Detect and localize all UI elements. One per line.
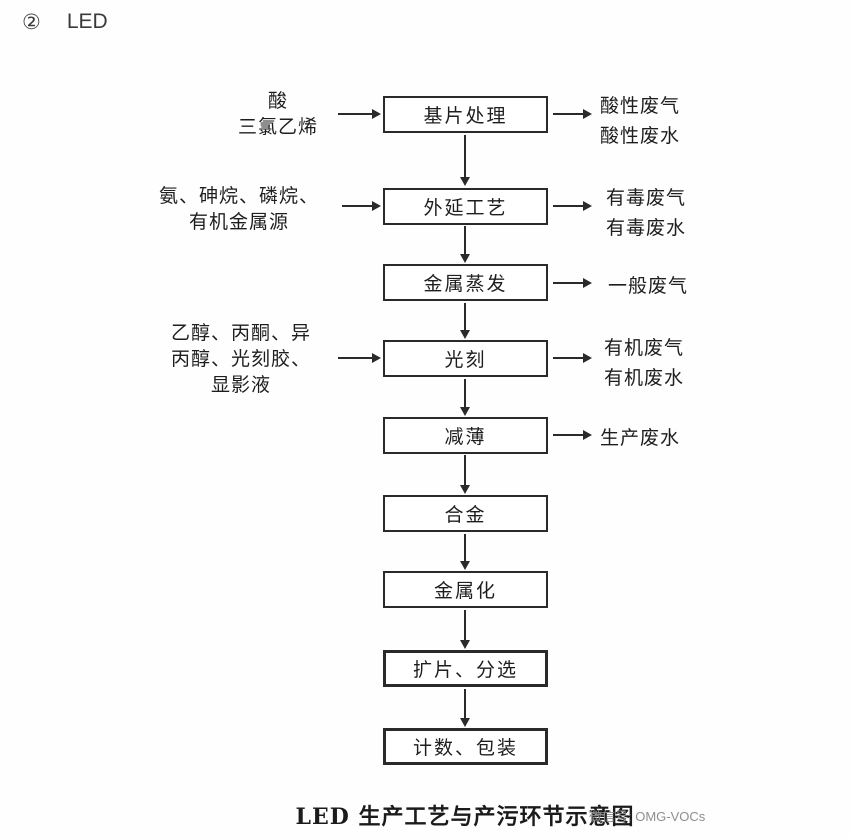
arrow-right-icon <box>553 357 583 359</box>
input-line: 乙醇、丙酮、异 <box>170 322 311 344</box>
flow-step-thinning: 减薄 <box>383 417 548 454</box>
flow-step-label: 扩片、分选 <box>412 659 518 681</box>
arrow-right-icon <box>342 205 372 207</box>
flow-step-label: 计数、包装 <box>412 737 518 759</box>
flow-step-label: 金属化 <box>433 580 497 602</box>
output-line: 生产废水 <box>600 427 681 449</box>
arrow-down-icon <box>464 303 466 330</box>
output-pollutants-substrate: 酸性废气 酸性废水 <box>600 91 680 151</box>
flow-step-photolithography: 光刻 <box>383 340 548 377</box>
output-line: 有毒废水 <box>606 217 687 239</box>
output-line: 酸性废气 <box>600 95 681 117</box>
section-heading: ② LED <box>22 10 108 35</box>
flow-step-substrate-processing: 基片处理 <box>383 96 548 133</box>
arrow-down-icon <box>464 534 466 561</box>
output-line: 有机废水 <box>604 367 685 389</box>
output-line: 一般废气 <box>608 275 689 297</box>
output-pollutants-photolithography: 有机废气 有机废水 <box>604 333 684 393</box>
arrow-right-icon <box>553 113 583 115</box>
flow-step-label: 金属蒸发 <box>423 273 508 295</box>
input-line: 显影液 <box>210 374 271 396</box>
output-pollutants-thinning: 生产废水 <box>600 423 680 453</box>
arrow-down-icon <box>464 135 466 177</box>
input-line: 氨、砷烷、磷烷、 <box>158 185 319 207</box>
flow-step-epitaxy: 外延工艺 <box>383 188 548 225</box>
input-materials-epitaxy: 氨、砷烷、磷烷、 有机金属源 <box>148 183 330 235</box>
arrow-right-icon <box>338 357 372 359</box>
flow-step-label: 减薄 <box>444 426 487 448</box>
flow-step-label: 光刻 <box>444 349 487 371</box>
watermark-text: 微信号: OMG-VOCs <box>589 809 706 824</box>
output-pollutants-metal-evaporation: 一般废气 <box>608 271 688 301</box>
arrow-right-icon <box>553 205 583 207</box>
section-title: LED <box>66 10 108 33</box>
input-line: 丙醇、光刻胶、 <box>170 348 311 370</box>
arrow-down-icon <box>464 455 466 485</box>
section-number: ② <box>22 11 41 34</box>
output-line: 有毒废气 <box>606 187 687 209</box>
output-line: 酸性废水 <box>600 125 681 147</box>
flow-step-label: 外延工艺 <box>423 197 508 219</box>
flow-step-label: 基片处理 <box>423 105 508 127</box>
arrow-down-icon <box>464 689 466 718</box>
output-pollutants-epitaxy: 有毒废气 有毒废水 <box>606 183 686 243</box>
flow-step-label: 合金 <box>444 504 487 526</box>
flow-step-alloy: 合金 <box>383 495 548 532</box>
arrow-down-icon <box>464 226 466 254</box>
output-line: 有机废气 <box>604 337 685 359</box>
arrow-right-icon <box>553 434 583 436</box>
flow-step-expansion-sorting: 扩片、分选 <box>383 650 548 687</box>
figure-caption: LED 生产工艺与产污环节示意图 <box>295 804 635 830</box>
arrow-right-icon <box>553 282 583 284</box>
input-materials-photolithography: 乙醇、丙酮、异 丙醇、光刻胶、 显影液 <box>150 320 332 398</box>
input-line: 有机金属源 <box>188 211 289 233</box>
flow-step-metal-evaporation: 金属蒸发 <box>383 264 548 301</box>
flow-step-metallization: 金属化 <box>383 571 548 608</box>
flow-step-counting-packaging: 计数、包装 <box>383 728 548 765</box>
input-materials-substrate: 酸 三氯乙烯 <box>213 88 343 140</box>
arrow-down-icon <box>464 379 466 407</box>
input-line: 酸 <box>267 90 288 112</box>
input-line: 三氯乙烯 <box>237 116 318 138</box>
arrow-right-icon <box>338 113 372 115</box>
arrow-down-icon <box>464 610 466 640</box>
